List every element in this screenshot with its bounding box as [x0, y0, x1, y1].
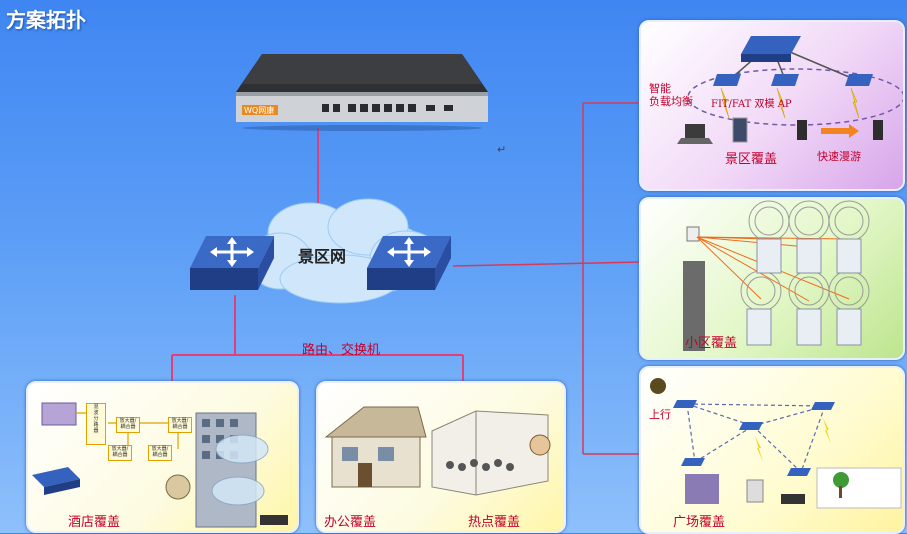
- apartment-building-icon: [796, 308, 822, 346]
- car-icon: [781, 494, 805, 504]
- roaming-arrow-icon: [821, 124, 859, 138]
- scenic-coverage-label: 景区覆盖: [725, 152, 778, 167]
- building-icon: [685, 474, 719, 504]
- amplifier-box: 放大器/ 耦合器: [168, 417, 192, 433]
- ap-icon: [739, 422, 763, 430]
- park-scene-icon: [816, 467, 902, 509]
- hotel-coverage-panel: 混 波 分 路 器 放大器/ 耦合器 放大器/ 耦合器 放大器/ 耦合器 放大器…: [26, 381, 299, 533]
- load-balance-label: 智能 负载均衡: [649, 82, 693, 108]
- fit-fat-mode-label: FIT/FAT 双模 AP: [711, 99, 792, 110]
- tower-building-icon: [683, 261, 705, 351]
- return-mark: ↵: [497, 143, 507, 156]
- router-switch-right-icon: [367, 236, 451, 290]
- ap-icon: [681, 458, 705, 466]
- lightning-icon: [755, 436, 763, 462]
- ap-icon: [673, 400, 697, 408]
- residential-diagram: [683, 200, 870, 351]
- uplink-icon: [650, 378, 666, 394]
- scenic-coverage-panel: 智能 负载均衡 FIT/FAT 双模 AP 景区覆盖 快速漫游: [639, 20, 905, 191]
- cloud-label: 景区网: [298, 247, 347, 266]
- amplifier-box: 放大器/ 耦合器: [148, 445, 172, 461]
- gateway-brand-text: WQ网康: [244, 105, 274, 115]
- residential-coverage-panel: 小区覆盖: [639, 197, 905, 360]
- uplink-label: 上行: [649, 408, 671, 421]
- office-coverage-label: 办公覆盖: [324, 515, 377, 530]
- kiosk-icon: [746, 479, 764, 503]
- ap-icon: [811, 402, 835, 410]
- office-house-icon: [331, 436, 421, 488]
- phone-icon: [797, 120, 807, 140]
- residential-coverage-label: 小区覆盖: [685, 336, 738, 351]
- hotel-coverage-label: 酒店覆盖: [68, 515, 121, 530]
- apartment-building-icon: [796, 238, 822, 274]
- ap-icon: [713, 74, 741, 86]
- hotspot-coverage-label: 热点覆盖: [468, 515, 521, 530]
- apartment-building-icon: [756, 238, 782, 274]
- lightning-icon: [823, 418, 831, 444]
- residential-link-line: [452, 261, 642, 267]
- scenic-diagram: [677, 36, 903, 144]
- amplifier-box: 放大器/ 耦合器: [116, 417, 140, 433]
- fast-roaming-label: 快速漫游: [817, 150, 861, 163]
- apartment-building-icon: [836, 238, 862, 274]
- plaza-diagram: [650, 378, 902, 509]
- office-roof-icon: [324, 406, 427, 438]
- switch-icon: [32, 467, 80, 487]
- ap-icon: [771, 74, 799, 86]
- ac-controller-icon: [41, 402, 77, 426]
- office-hotspot-panel: 办公覆盖 热点覆盖: [316, 381, 566, 533]
- switch-label: 路由、交换机: [302, 343, 381, 358]
- combiner-box: 混 波 分 路 器: [86, 403, 106, 445]
- hotspot-room-icon: [431, 410, 549, 496]
- lightning-icon: [720, 87, 730, 119]
- router-switch-left-icon: [190, 236, 274, 290]
- lightning-icon: [850, 87, 860, 119]
- apartment-building-icon: [836, 308, 862, 346]
- plaza-coverage-label: 广场覆盖: [673, 515, 726, 530]
- person-icon: [529, 434, 551, 456]
- hotel-building-icon: [195, 412, 257, 528]
- office-hotspot-diagram: [324, 406, 551, 496]
- phone-icon: [873, 120, 883, 140]
- ap-icon: [787, 468, 811, 476]
- tablet-icon: [732, 117, 748, 143]
- lightning-icon: [776, 87, 786, 119]
- hotel-diagram: [32, 402, 288, 528]
- car-icon: [260, 515, 288, 525]
- satellite-dish-icon: [165, 474, 191, 500]
- amplifier-box: 放大器/ 耦合器: [108, 445, 132, 461]
- page-title: 方案拓扑: [6, 8, 86, 32]
- gateway-device: WQ网康: [236, 54, 488, 131]
- core-switch-icon: [741, 36, 801, 54]
- apartment-building-icon: [746, 308, 772, 346]
- plaza-coverage-panel: 上行 广场覆盖: [639, 366, 905, 534]
- ap-icon: [845, 74, 873, 86]
- laptop-icon: [685, 124, 705, 138]
